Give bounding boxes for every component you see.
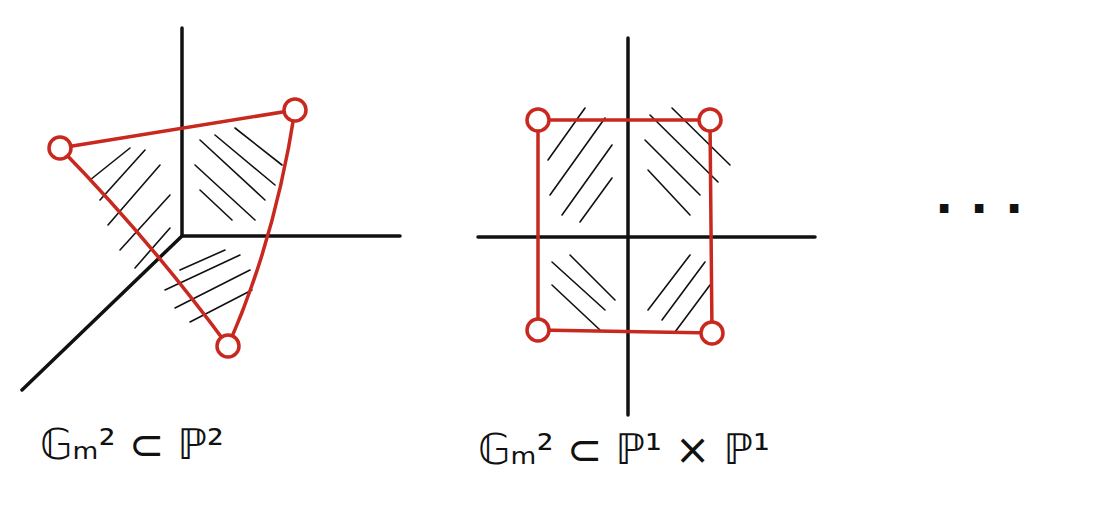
toric-boundary [538,120,712,333]
toric-boundary [60,110,295,346]
fixed-point [527,109,723,344]
fixed-point [49,99,306,357]
ellipsis: · · · [935,180,1023,236]
embedding-label: 𝔾ₘ² ⊂ ℙ¹ × ℙ¹ [478,425,770,474]
axes-3d [22,28,400,390]
embedding-label: 𝔾ₘ² ⊂ ℙ² [40,420,224,469]
axes-2d [478,38,815,415]
hatching [548,108,730,332]
